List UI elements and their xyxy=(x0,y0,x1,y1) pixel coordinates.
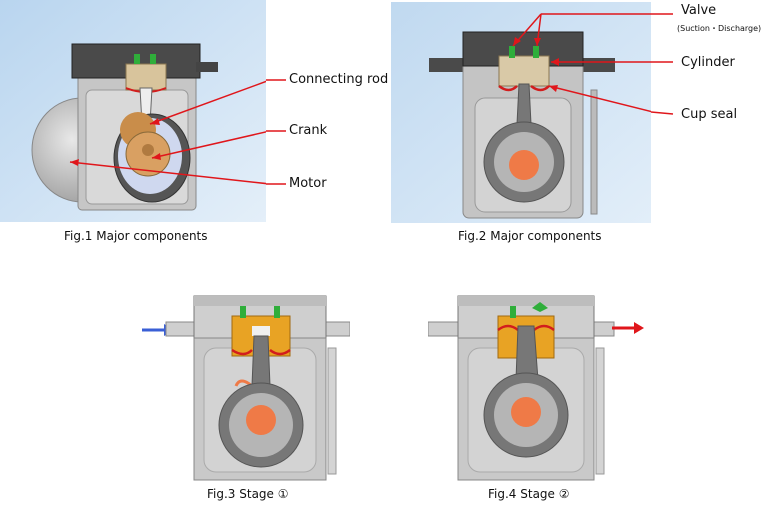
outlet-port xyxy=(196,62,218,72)
fig4-outlet-port xyxy=(591,321,615,337)
fig3-cup-seal-right xyxy=(269,348,291,356)
label-cylinder: Cylinder xyxy=(681,55,735,70)
label-connecting-rod: Connecting rod xyxy=(289,72,389,87)
fig4-valve-right xyxy=(532,302,548,312)
fig1-panel xyxy=(0,0,266,222)
fig2-valve-right xyxy=(533,46,539,58)
fig3-crank xyxy=(246,405,276,435)
label-valve: Valve xyxy=(681,3,717,18)
caption-fig3: Fig.3 Stage ① xyxy=(207,487,289,501)
fig2-outlet-port xyxy=(581,58,615,72)
fig2-cylinder xyxy=(498,55,550,87)
caption-fig2: Fig.2 Major components xyxy=(458,229,602,243)
fig2-drawing xyxy=(391,2,651,223)
motor-leader xyxy=(69,161,266,185)
crank-leader xyxy=(151,131,266,159)
connecting-rod-leader xyxy=(149,80,266,125)
label-valve-sub: (Suction・Discharge) xyxy=(677,24,762,33)
fig3-panel xyxy=(140,290,350,486)
fig1-drawing xyxy=(0,0,266,222)
fig4-cup-seal-right xyxy=(533,324,555,332)
fig2-valve-left xyxy=(509,46,515,58)
fig4-drawing xyxy=(428,295,644,481)
fig1-valve-left xyxy=(134,54,140,64)
fig1-cylinder xyxy=(125,63,167,91)
fig2-connecting-rod xyxy=(516,83,532,125)
fig3-valve-right xyxy=(274,306,280,318)
fig3-cup-seal-left xyxy=(231,348,253,356)
fig2-cup-seal-left xyxy=(498,84,518,92)
cup-seal-leader xyxy=(548,85,651,113)
label-crank: Crank xyxy=(289,123,328,138)
caption-fig1: Fig.1 Major components xyxy=(64,229,208,243)
fig3-connecting-rod xyxy=(251,335,271,387)
fig4-panel xyxy=(428,290,648,486)
fig2-panel xyxy=(391,2,651,223)
fig2-inlet-port xyxy=(429,58,463,72)
fig1-valve-right xyxy=(150,54,156,64)
fig4-cup-seal-left xyxy=(497,324,519,332)
fig3-drawing xyxy=(142,295,350,481)
fig4-connecting-rod xyxy=(515,325,539,381)
fig2-cup-seal-right xyxy=(530,84,550,92)
fig3-valve-left xyxy=(240,306,246,318)
caption-fig4: Fig.4 Stage ② xyxy=(488,487,570,501)
label-motor: Motor xyxy=(289,176,327,191)
fig4-valve-left xyxy=(510,306,516,318)
fig2-crank xyxy=(509,150,539,180)
label-cup-seal: Cup seal xyxy=(681,107,738,122)
fig2-leader-extensions xyxy=(651,13,674,115)
fig1-leader-extensions xyxy=(266,79,286,185)
fig4-crank xyxy=(511,397,541,427)
